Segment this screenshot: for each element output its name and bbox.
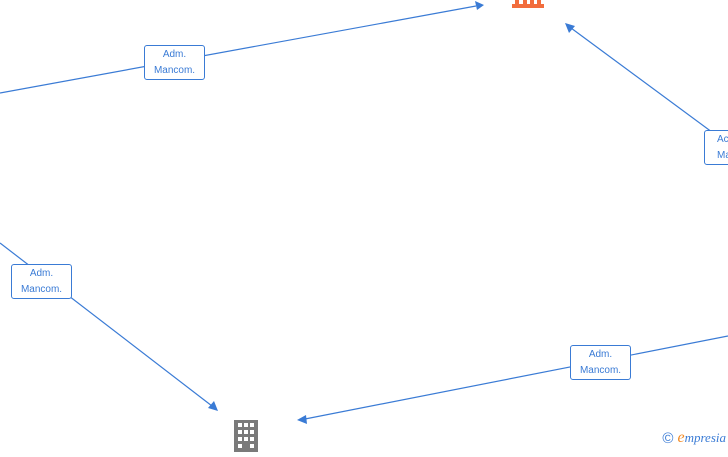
edge-right-to-bottom-arrow <box>297 415 307 424</box>
edge-label-line2: Man <box>717 150 728 161</box>
footer-watermark: © empresia <box>662 430 726 446</box>
edge-left-to-top-arrow <box>475 1 484 10</box>
edge-label-left-to-top[interactable]: Adm. Mancom. <box>144 45 205 80</box>
edge-label-line1: Adm. <box>588 349 613 360</box>
edge-label-line1: Adm. <box>162 49 187 60</box>
edge-left-to-top <box>0 5 477 94</box>
brand-initial: e <box>677 429 685 446</box>
edge-right-to-top-arrow <box>565 23 575 33</box>
edge-label-right-to-top[interactable]: Ac Man <box>704 130 728 165</box>
edge-label-line2: Mancom. <box>20 284 63 295</box>
company-building-icon[interactable] <box>511 0 545 10</box>
edge-label-line1: Adm. <box>29 268 54 279</box>
edge-right-to-top <box>570 27 721 139</box>
edge-left-to-bottom-arrow <box>208 401 218 411</box>
copyright-icon: © <box>662 429 674 447</box>
brand-logo[interactable]: empresia <box>677 430 726 446</box>
edge-right-to-bottom <box>304 335 728 420</box>
edge-label-line2: Mancom. <box>153 65 196 76</box>
edge-label-right-to-bottom[interactable]: Adm. Mancom. <box>570 345 631 380</box>
office-building-icon[interactable] <box>233 420 259 452</box>
edge-label-left-to-bottom[interactable]: Adm. Mancom. <box>11 264 72 299</box>
brand-name: mpresia <box>684 430 726 445</box>
edge-label-line1: Ac <box>717 134 728 145</box>
edge-label-line2: Mancom. <box>579 365 622 376</box>
